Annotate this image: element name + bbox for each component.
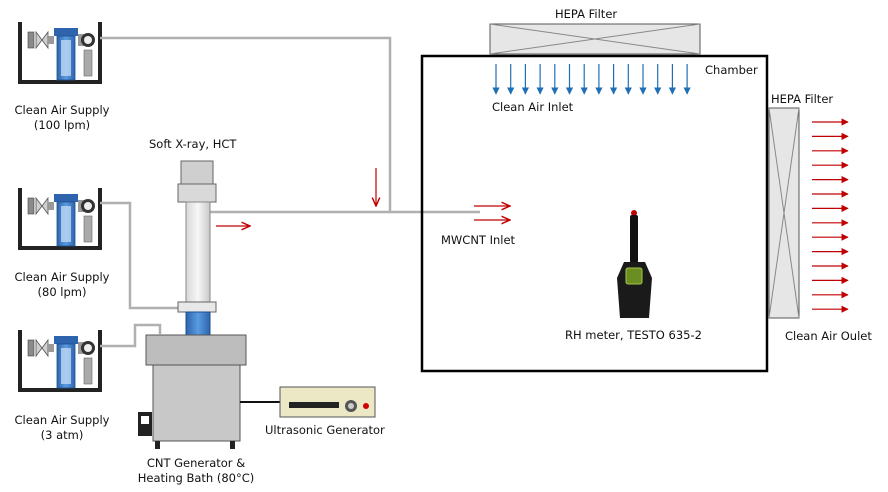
ultrasonic-generator	[279, 386, 376, 418]
chamber-box	[420, 54, 769, 373]
hepa-filter-right-label: HEPA Filter	[771, 92, 834, 106]
clean-air-inlet-label: Clean Air Inlet	[492, 100, 574, 114]
clean-air-outlet-arrows	[812, 118, 849, 313]
supply-100-rate: (100 lpm)	[33, 118, 91, 132]
clean-air-outlet-label: Clean Air Oulet	[785, 329, 872, 343]
supply-100-label: Clean Air Supply (100 lpm)	[6, 103, 118, 133]
clean-air-supply-unit-3atm	[17, 329, 103, 393]
hepa-filter-top-label: HEPA Filter	[555, 7, 618, 21]
rh-meter-label: RH meter, TESTO 635-2	[565, 328, 702, 342]
pipe-supply-80	[100, 201, 186, 310]
clean-air-supply-unit-100	[17, 21, 103, 85]
supply-80-title: Clean Air Supply	[14, 270, 110, 284]
supply-3atm-title: Clean Air Supply	[14, 413, 110, 427]
supply-80-label: Clean Air Supply (80 lpm)	[6, 270, 118, 300]
rh-meter-device	[617, 210, 652, 318]
pipe-supply-100	[100, 36, 480, 214]
mwcnt-inlet-label: MWCNT Inlet	[441, 233, 516, 247]
hepa-filter-top	[489, 23, 701, 55]
gas-lines	[100, 36, 480, 348]
supply-3atm-label: Clean Air Supply (3 atm)	[6, 413, 118, 443]
supply-3atm-pressure: (3 atm)	[40, 428, 84, 442]
supply-100-title: Clean Air Supply	[14, 103, 110, 117]
soft-xray-hct-unit	[177, 160, 217, 337]
cnt-generator-title: CNT Generator &	[146, 456, 246, 470]
hepa-filter-right	[768, 107, 800, 319]
pipe-supply-3atm	[100, 323, 162, 348]
clean-air-inlet-arrows	[492, 64, 691, 95]
ultrasonic-generator-label: Ultrasonic Generator	[265, 423, 385, 437]
cnt-generator-subtitle: Heating Bath (80°C)	[137, 471, 255, 485]
chamber-label: Chamber	[705, 63, 758, 77]
supply-80-rate: (80 lpm)	[37, 285, 87, 299]
cnt-generator-label: CNT Generator & Heating Bath (80°C)	[128, 456, 264, 486]
soft-xray-label: Soft X-ray, HCT	[149, 137, 237, 151]
clean-air-supply-unit-80	[17, 187, 103, 251]
cnt-generator-heating-bath	[138, 334, 280, 449]
